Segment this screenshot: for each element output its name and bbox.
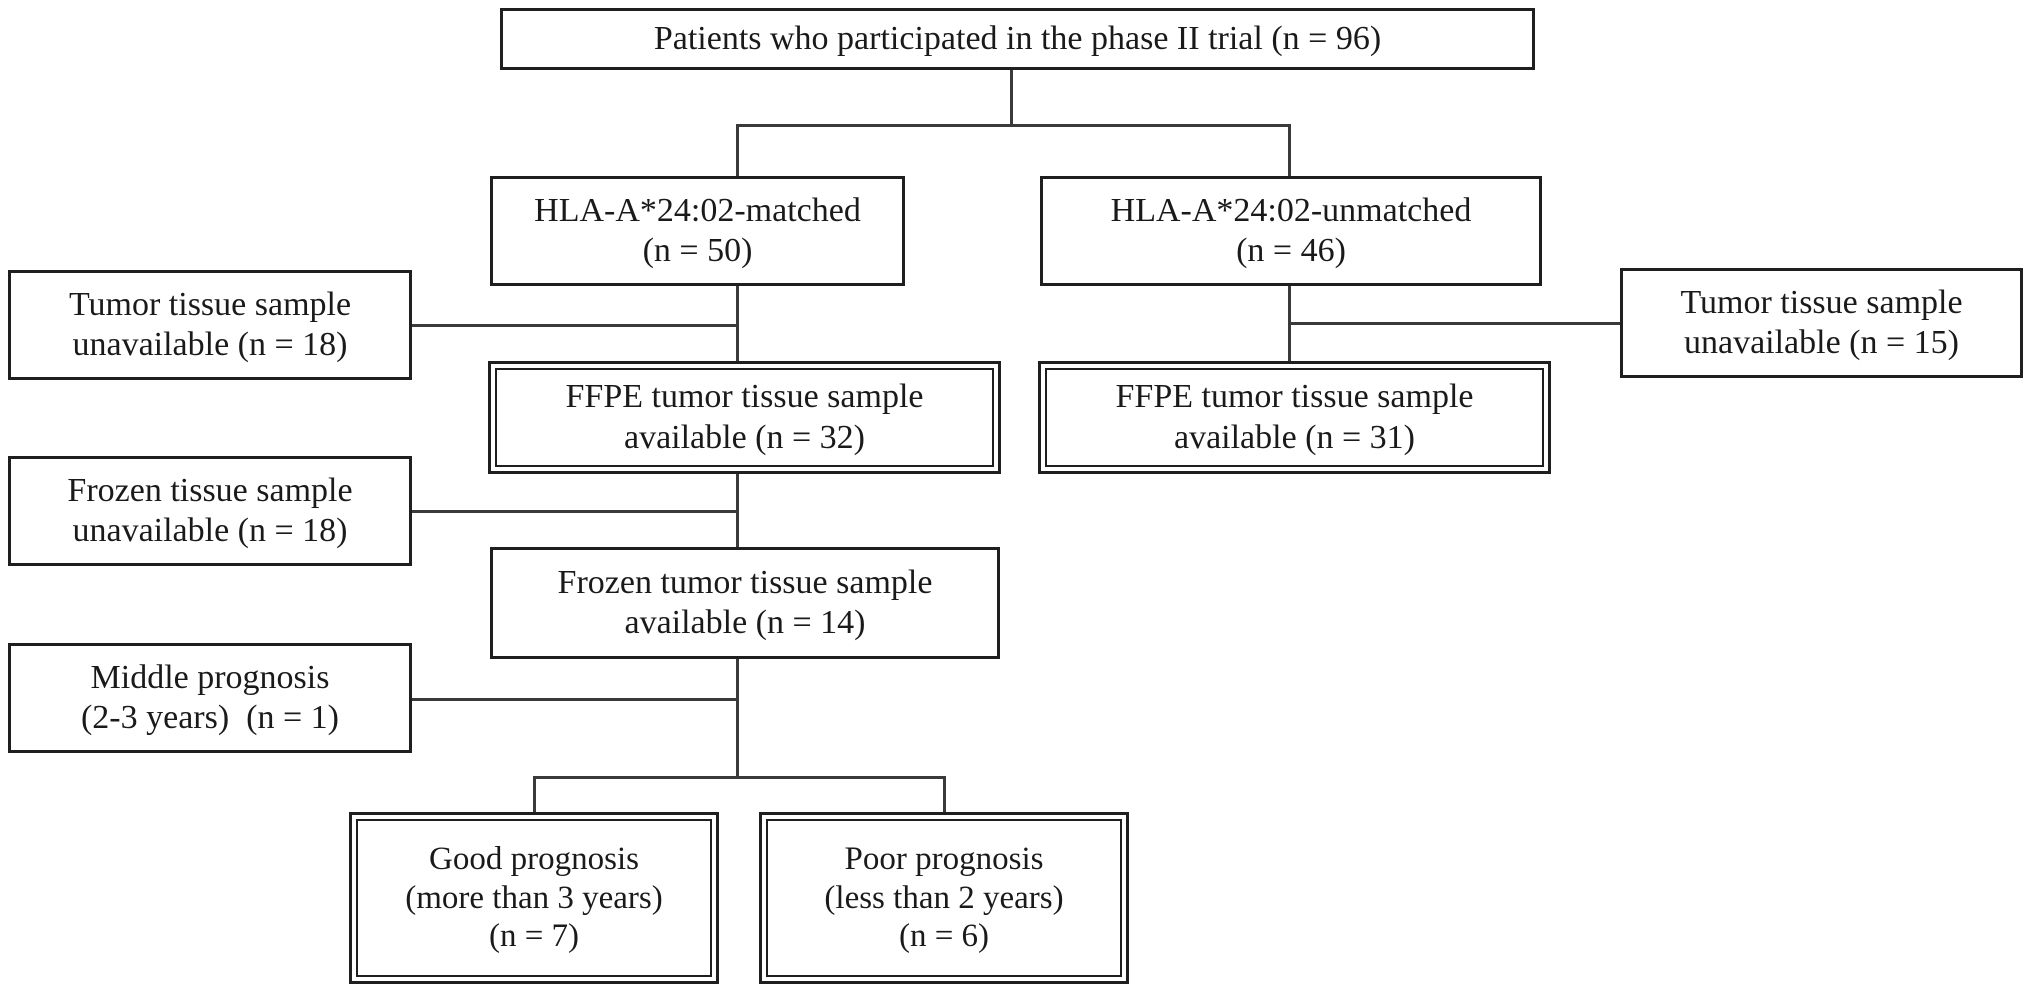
node-middle-prognosis: Middle prognosis (2-3 years) (n = 1)	[8, 643, 412, 753]
node-good-prognosis-line-1: Good prognosis	[429, 840, 639, 877]
connector-root-to-unmatched	[1288, 124, 1291, 178]
node-hla-unmatched-line-1: HLA-A*24:02-unmatched	[1110, 191, 1472, 229]
node-ffpe-left-inner: FFPE tumor tissue sample available (n = …	[495, 368, 994, 467]
node-tumor-unavailable-left-line-2: unavailable (n = 18)	[72, 326, 348, 363]
node-poor-prognosis: Poor prognosis (less than 2 years) (n = …	[759, 812, 1129, 984]
node-poor-prognosis-inner: Poor prognosis (less than 2 years) (n = …	[766, 819, 1122, 977]
node-tumor-unavailable-left: Tumor tissue sample unavailable (n = 18)	[8, 270, 412, 380]
node-hla-unmatched: HLA-A*24:02-unmatched (n = 46)	[1040, 176, 1542, 286]
connector-root-to-matched	[736, 124, 739, 178]
node-poor-prognosis-line-2: (less than 2 years)	[824, 879, 1064, 916]
node-ffpe-left-line-1: FFPE tumor tissue sample	[565, 378, 924, 416]
node-ffpe-left-line-2: available (n = 32)	[623, 418, 866, 456]
node-frozen-unavailable: Frozen tissue sample unavailable (n = 18…	[8, 456, 412, 566]
node-middle-prognosis-line-1: Middle prognosis	[90, 658, 330, 696]
node-tumor-unavailable-left-line-1: Tumor tissue sample	[68, 285, 352, 323]
connector-to-good-prognosis	[533, 776, 536, 814]
connector-prognosis-split-bar	[533, 776, 946, 779]
node-hla-matched-line-1: HLA-A*24:02-matched	[534, 191, 861, 229]
node-frozen-unavailable-line-1: Frozen tissue sample	[67, 471, 353, 509]
connector-ffpe-left-trunk	[736, 470, 739, 548]
node-poor-prognosis-line-1: Poor prognosis	[844, 840, 1044, 877]
node-root: Patients who participated in the phase I…	[500, 8, 1535, 70]
connector-frozen-trunk	[736, 659, 739, 779]
node-hla-matched-line-2: (n = 50)	[642, 232, 753, 269]
connector-leader-tumor-unavailable-left	[410, 324, 738, 327]
node-hla-unmatched-line-2: (n = 46)	[1236, 232, 1346, 269]
node-poor-prognosis-line-3: (n = 6)	[898, 918, 990, 955]
node-tumor-unavailable-right-line-1: Tumor tissue sample	[1680, 283, 1963, 321]
node-ffpe-right: FFPE tumor tissue sample available (n = …	[1038, 361, 1551, 474]
connector-leader-middle-prognosis	[410, 698, 738, 701]
node-ffpe-right-inner: FFPE tumor tissue sample available (n = …	[1045, 368, 1544, 467]
connector-leader-frozen-unavailable	[410, 510, 738, 513]
node-root-line-1: Patients who participated in the phase I…	[653, 19, 1382, 57]
connector-root-split-bar	[736, 124, 1291, 127]
node-ffpe-left: FFPE tumor tissue sample available (n = …	[488, 361, 1001, 474]
node-ffpe-right-line-2: available (n = 31)	[1173, 418, 1416, 456]
node-good-prognosis-line-3: (n = 7)	[488, 918, 580, 955]
node-middle-prognosis-line-2: (2-3 years) (n = 1)	[80, 699, 340, 736]
node-good-prognosis-inner: Good prognosis (more than 3 years) (n = …	[356, 819, 712, 977]
node-hla-matched: HLA-A*24:02-matched (n = 50)	[490, 176, 905, 286]
node-tumor-unavailable-right-line-2: unavailable (n = 15)	[1683, 324, 1960, 361]
connector-to-poor-prognosis	[943, 776, 946, 814]
connector-leader-tumor-unavailable-right	[1288, 322, 1622, 325]
node-frozen-available: Frozen tumor tissue sample available (n …	[490, 547, 1000, 659]
node-tumor-unavailable-right: Tumor tissue sample unavailable (n = 15)	[1620, 268, 2023, 378]
connector-root-trunk	[1010, 68, 1013, 126]
node-good-prognosis-line-2: (more than 3 years)	[405, 879, 663, 916]
node-ffpe-right-line-1: FFPE tumor tissue sample	[1115, 378, 1474, 416]
node-frozen-available-line-1: Frozen tumor tissue sample	[557, 563, 933, 601]
node-good-prognosis: Good prognosis (more than 3 years) (n = …	[349, 812, 719, 984]
node-frozen-available-line-2: available (n = 14)	[624, 604, 866, 641]
node-frozen-unavailable-line-2: unavailable (n = 18)	[72, 512, 348, 549]
